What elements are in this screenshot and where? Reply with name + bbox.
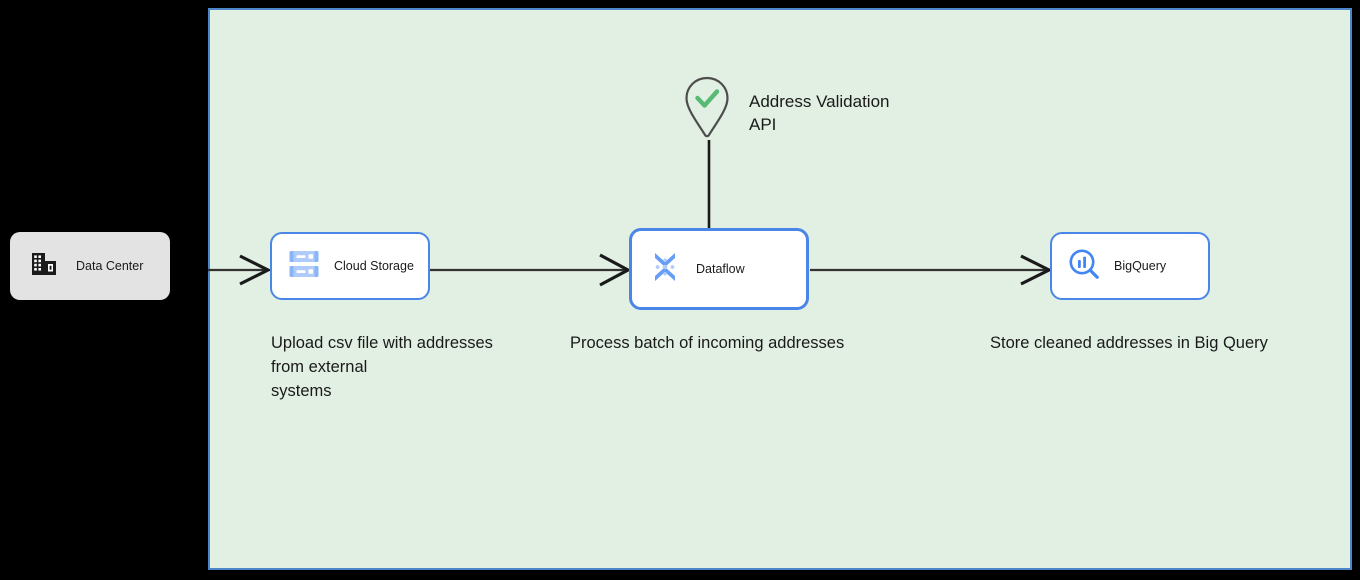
node-cloud-storage-label: Cloud Storage (334, 259, 414, 273)
node-cloud-storage[interactable]: Cloud Storage (270, 232, 430, 300)
caption-process: Process batch of incoming addresses (570, 334, 845, 352)
data-center-building-icon (30, 250, 58, 283)
node-dataflow-label: Dataflow (696, 262, 745, 276)
map-pin-check-icon (684, 76, 730, 138)
caption-upload: Upload csv file with addresses from exte… (271, 334, 493, 400)
node-bigquery[interactable]: BigQuery (1050, 232, 1210, 300)
dataflow-icon (648, 250, 682, 289)
bigquery-magnifier-icon (1068, 248, 1100, 285)
caption-store: Store cleaned addresses in Big Query (990, 334, 1268, 352)
address-validation-api-label: Address Validation API (749, 92, 890, 134)
node-data-center[interactable]: Data Center (10, 232, 170, 300)
node-data-center-label: Data Center (76, 259, 144, 273)
node-dataflow[interactable]: Dataflow (629, 228, 809, 310)
cloud-storage-icon (288, 249, 320, 284)
node-bigquery-label: BigQuery (1114, 259, 1167, 273)
